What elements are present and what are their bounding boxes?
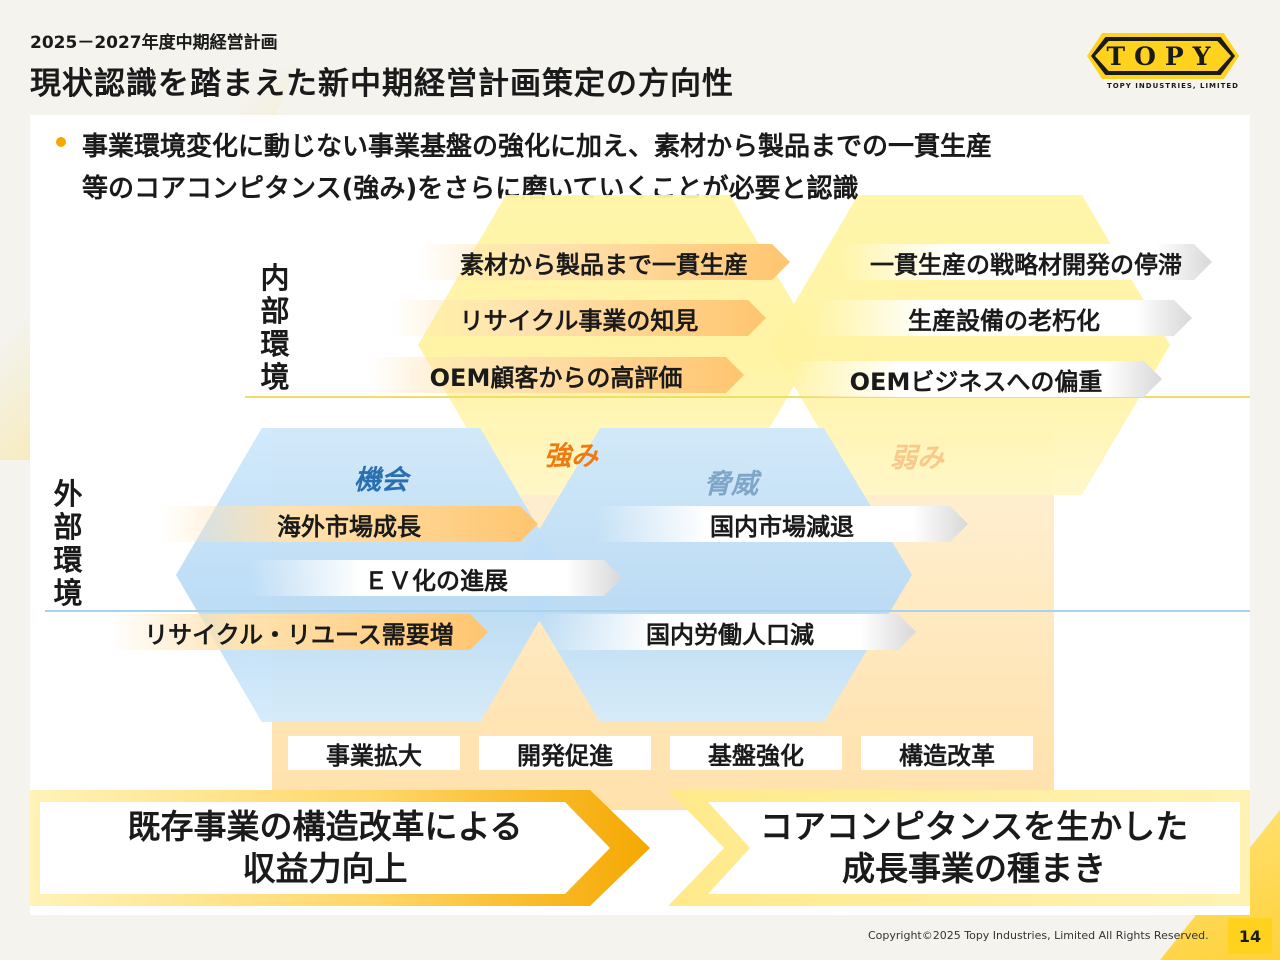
opportunity-item: リサイクル・リユース需要増	[110, 614, 488, 650]
quadrant-opportunity: 機会	[354, 465, 408, 496]
page-number: 14	[1228, 918, 1272, 954]
conclusion-left-line-1: 既存事業の構造改革による	[127, 807, 523, 846]
quadrant-strength: 強み	[544, 441, 598, 472]
bullet-icon	[56, 137, 66, 147]
quadrant-weakness: 弱み	[890, 443, 944, 474]
external-environment-label: 外部環境	[53, 477, 83, 610]
topy-logo: TOPY TOPY INDUSTRIES, LIMITED	[1087, 33, 1239, 90]
plan-label: 2025－2027年度中期経営計画	[30, 33, 278, 53]
logo-subtitle: TOPY INDUSTRIES, LIMITED	[1106, 82, 1239, 90]
opportunity-item: ＥＶ化の進展	[250, 560, 622, 596]
strategy-box-foundation: 基盤強化	[670, 736, 842, 770]
strength-item: リサイクル事業の知見	[392, 300, 766, 336]
bullet-line-1: 事業環境変化に動じない事業基盤の強化に加え、素材から製品までの一貫生産	[82, 132, 993, 162]
strategy-box-development: 開発促進	[479, 736, 651, 770]
conclusion-right-line-1: コアコンピタンスを生かした	[759, 807, 1189, 846]
conclusion-right-line-2: 成長事業の種まき	[842, 849, 1106, 888]
quadrant-threat: 脅威	[704, 469, 758, 500]
page-title: 現状認識を踏まえた新中期経営計画策定の方向性	[30, 66, 734, 102]
weakness-item: 生産設備の老朽化	[816, 300, 1192, 336]
strength-item: OEM顧客からの高評価	[368, 357, 744, 393]
threat-item: 国内労働人口減	[544, 614, 916, 650]
strategy-box-restructuring: 構造改革	[861, 736, 1033, 770]
conclusion-left: 既存事業の構造改革による 収益力向上	[40, 802, 610, 894]
opportunity-item: 海外市場成長	[160, 506, 538, 542]
copyright: Copyright©2025 Topy Industries, Limited …	[868, 929, 1209, 942]
strength-item: 素材から製品まで一貫生産	[418, 244, 790, 280]
internal-divider	[245, 396, 1250, 398]
strategy-box-business-expansion: 事業拡大	[288, 736, 460, 770]
weakness-item: 一貫生産の戦略材開発の停滞	[840, 244, 1212, 280]
logo-mark: TOPY	[1106, 41, 1220, 71]
threat-item: 国内市場減退	[596, 506, 968, 542]
conclusion-left-line-2: 収益力向上	[242, 849, 408, 888]
weakness-item: OEMビジネスへの偏重	[790, 361, 1162, 397]
logo-badge: TOPY	[1087, 33, 1239, 79]
internal-environment-label: 内部環境	[260, 261, 290, 394]
conclusion-right: コアコンピタンスを生かした 成長事業の種まき	[708, 802, 1240, 894]
external-divider	[45, 610, 1250, 612]
